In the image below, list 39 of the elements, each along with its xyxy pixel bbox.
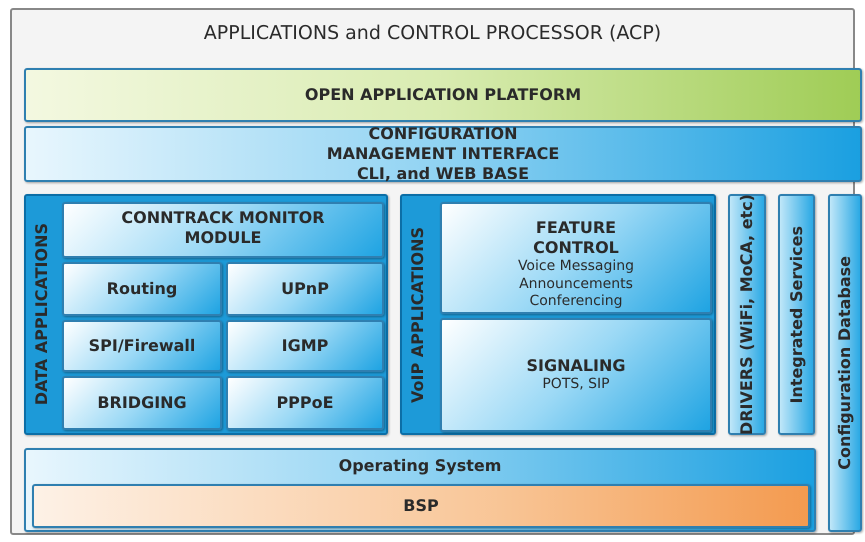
module-block	[728, 194, 766, 435]
module-title: PPPoE	[276, 393, 334, 413]
module-title: SIGNALING	[526, 356, 626, 376]
module-title: BRIDGING	[97, 393, 187, 413]
module-block	[226, 320, 384, 372]
module-title: OPEN APPLICATION PLATFORM	[304, 85, 582, 105]
module-title: UPnP	[281, 279, 329, 299]
module-title: Configuration Database	[835, 256, 855, 470]
module-block	[778, 194, 815, 435]
module-title: IGMP	[282, 336, 328, 356]
group-panel	[400, 194, 716, 435]
module-title: Routing	[106, 279, 178, 299]
module-block	[440, 318, 712, 432]
module-block	[828, 194, 862, 532]
module-block	[62, 262, 222, 316]
module-title: APPLICATIONS and CONTROL PROCESSOR (ACP)	[204, 22, 662, 46]
module-title: BSP	[403, 496, 439, 516]
module-title: CONNTRACK MONITOR MODULE	[120, 208, 326, 248]
module-block	[62, 376, 222, 430]
module-block	[24, 448, 816, 532]
module-block	[226, 376, 384, 430]
module-block	[32, 484, 810, 528]
module-title: FEATURE CONTROL	[532, 218, 620, 258]
module-details: POTS, SIP	[542, 376, 610, 394]
module-title: DATA APPLICATIONS	[32, 223, 52, 406]
module-title: DRIVERS (WiFi, MoCA, etc)	[737, 194, 757, 436]
group-panel	[24, 194, 388, 435]
module-title: VoIP APPLICATIONS	[408, 226, 428, 402]
module-block	[440, 202, 712, 314]
module-title: Integrated Services	[786, 226, 806, 404]
module-title: SPI/Firewall	[88, 336, 196, 356]
module-block	[226, 262, 384, 316]
module-block	[62, 202, 384, 258]
module-title: Operating System	[338, 456, 502, 476]
module-block	[24, 126, 862, 182]
module-block	[24, 68, 862, 122]
module-details: Voice Messaging Announcements Conferencing	[516, 258, 636, 310]
module-block	[62, 320, 222, 372]
module-title: CONFIGURATION MANAGEMENT INTERFACE CLI, and WEB BASE	[326, 124, 560, 184]
